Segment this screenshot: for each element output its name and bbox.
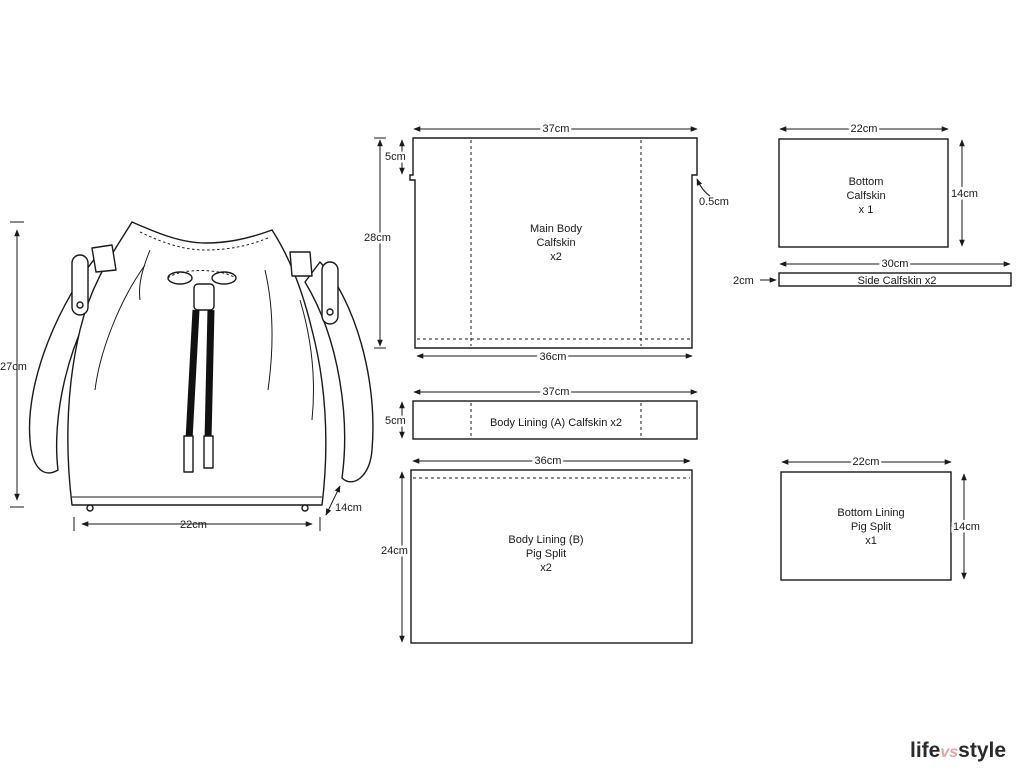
ring-left [91,244,117,273]
bottom-qty: x 1 [859,204,874,216]
bag-fold-left [94,264,146,391]
bag-dimensions: 27cm 22cm 14cm [0,221,362,531]
cord-tip-left [183,435,194,473]
main-body-tab-height: 5cm [385,151,406,163]
body-lining-a-height: 5cm [385,415,406,427]
main-body-material: Calfskin [536,237,575,249]
cord-stopper [193,283,215,311]
svg-text:lifevsstyle: lifevsstyle [910,739,1006,762]
drawstring-cord-right [204,309,215,441]
side-outline [778,272,1012,287]
bucket-bag-illustration [28,221,374,512]
piece-bottom-lining: Bottom Lining Pig Split x1 22cm 14cm [780,454,982,581]
piece-side: Side Calfskin x2 30cm 2cm [733,256,1012,287]
logo-part-vs: vs [940,744,958,761]
ring-right [289,251,313,277]
body-lining-b-material: Pig Split [526,548,566,560]
side-height: 2cm [733,275,754,287]
bottom-lining-width: 22cm [853,456,880,468]
bottom-lining-material: Pig Split [851,521,891,533]
bottom-lining-name: Bottom Lining [837,507,904,519]
body-lining-a-label: Body Lining (A) Calfskin x2 [490,417,622,429]
piece-body-lining-b: Body Lining (B) Pig Split x2 36cm 24cm [379,453,693,644]
eyelet-right [211,271,237,285]
body-lining-b-width: 36cm [535,455,562,467]
bottom-material: Calfskin [846,190,885,202]
clasp-left [71,254,89,316]
bag-fold-right [264,269,273,391]
main-body-bottom-width: 36cm [540,351,567,363]
bottom-lining-qty: x1 [865,535,877,547]
bottom-lining-height: 14cm [953,521,980,533]
side-label: Side Calfskin x2 [858,275,937,287]
body-lining-b-outline [410,469,693,644]
body-lining-b-height: 24cm [381,545,408,557]
main-body-height: 28cm [364,232,391,244]
body-lining-a-outline [412,400,698,440]
piece-bottom: Bottom Calfskin x 1 22cm 14cm [778,121,980,248]
side-width: 30cm [882,258,909,270]
body-lining-a-width: 37cm [543,386,570,398]
bag-foot-right [301,504,309,512]
bottom-height: 14cm [951,188,978,200]
main-body-outline [409,137,698,349]
bottom-width: 22cm [851,123,878,135]
drawstring-cord-left [185,309,200,441]
bag-body [67,221,327,506]
bag-height-label: 27cm [0,361,27,373]
logo-part-style: style [958,739,1006,762]
bottom-name: Bottom [849,176,884,188]
bag-foot-left [86,504,94,512]
bag-width-label: 22cm [180,519,207,531]
bag-depth-label: 14cm [335,502,362,514]
eyelet-left [167,271,193,285]
main-body-notch: 0.5cm [699,196,729,208]
brand-logo: lifevsstyle [910,739,1006,762]
strap-right [304,261,374,483]
main-body-qty: x2 [550,251,562,263]
cord-tip-right [203,435,214,469]
piece-body-lining-a: Body Lining (A) Calfskin x2 37cm 5cm [383,384,698,440]
body-lining-b-qty: x2 [540,562,552,574]
main-body-top-width: 37cm [543,123,570,135]
main-body-name: Main Body [530,223,582,235]
clasp-right [321,261,339,325]
piece-main-body: Main Body Calfskin x2 37cm 36cm 28cm 5cm… [362,121,729,366]
body-lining-b-name: Body Lining (B) [508,534,583,546]
bottom-outline [778,138,949,248]
logo-part-life: life [910,739,940,762]
bottom-lining-outline [780,471,952,581]
